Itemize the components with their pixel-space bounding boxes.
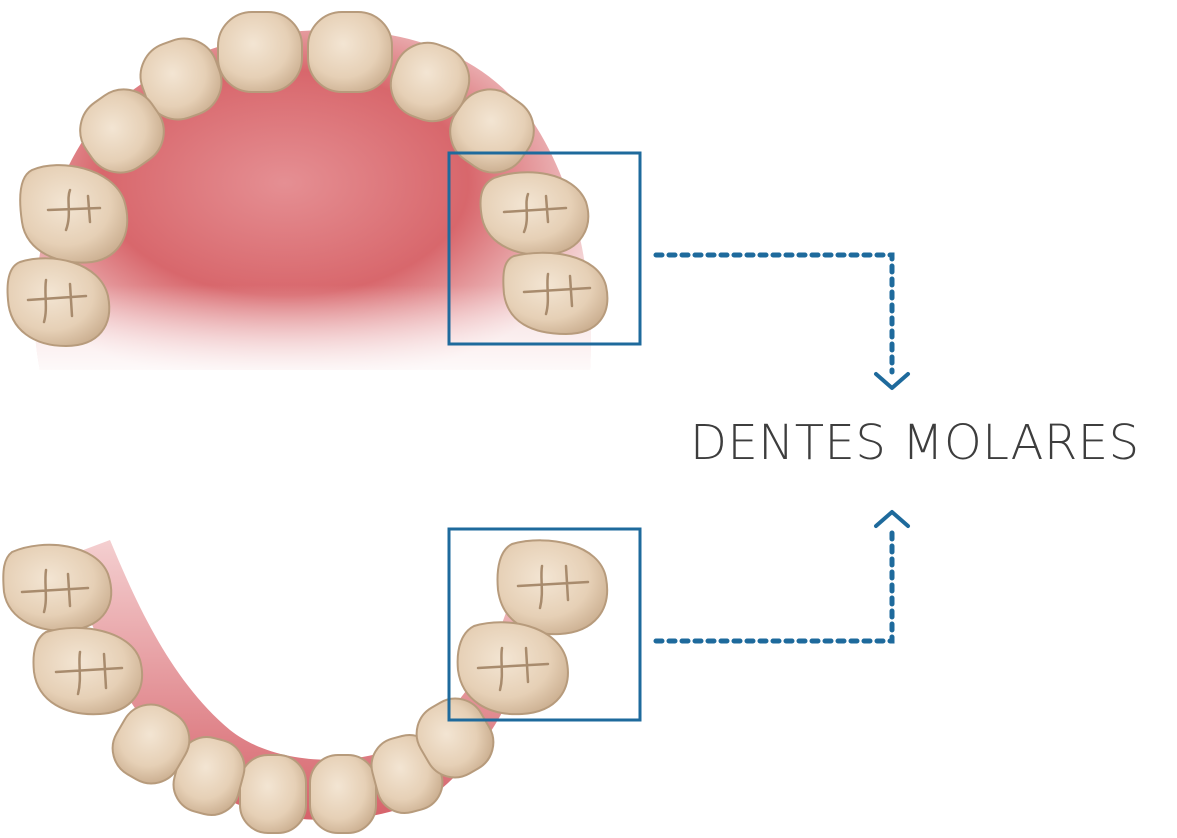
upper-right-molar-1	[481, 172, 589, 255]
lower-incisor	[240, 755, 306, 833]
upper-right-molar-2	[503, 253, 607, 334]
lower-incisor	[310, 755, 376, 833]
lower-right-molars	[458, 540, 608, 714]
molar-teeth-label: DENTES MOLARES	[690, 408, 1177, 478]
lower-right-molar-1	[498, 540, 608, 634]
lower-arch	[3, 540, 607, 833]
upper-incisor	[308, 12, 392, 92]
upper-arch	[8, 12, 608, 370]
upper-incisor	[218, 12, 302, 92]
lower-right-molar-2	[458, 622, 568, 714]
upper-connector-line	[656, 255, 892, 372]
lower-left-molar-1	[3, 545, 111, 631]
down-arrow-icon	[876, 374, 908, 388]
up-arrow-icon	[876, 512, 908, 526]
lower-connector-line	[656, 532, 892, 641]
